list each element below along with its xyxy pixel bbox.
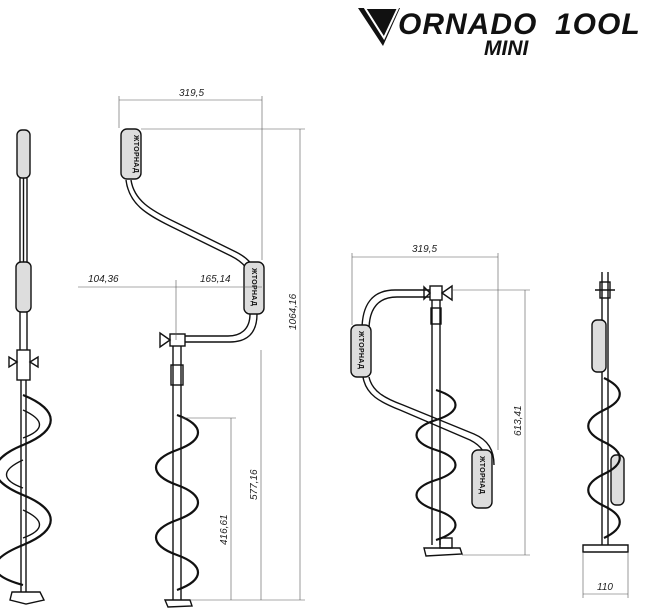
folded-bottom-grip — [471, 449, 493, 509]
crank-wing-nut-icon — [159, 331, 172, 349]
dim-view4-base-width: 110 — [597, 582, 613, 593]
brand-mark-top: ЖТОРНАД — [132, 134, 139, 173]
logo-text-mini: MINI — [484, 37, 529, 60]
logo-t-mark — [358, 8, 400, 46]
dim-view2-total-height: 1064,16 — [288, 293, 299, 330]
logo-text-tool: 1OOL — [555, 8, 641, 41]
tornado-tool-logo: ORNADO 1OOL MINI — [358, 7, 641, 60]
dim-view3-height: 613,41 — [513, 405, 524, 436]
crank-mid-handle — [243, 261, 265, 315]
view-3-folded-auger: ЖТОРНАД ЖТОРНАД 319,5 613,41 — [350, 244, 530, 557]
view-1-auger-side — [0, 129, 52, 605]
dim-view2-screw-height: 577,16 — [249, 469, 260, 500]
dim-view2-mid-offset: 165,14 — [200, 274, 231, 285]
spiral-flight — [0, 393, 52, 587]
crank-spiral-flight — [155, 413, 199, 592]
folded-wing-nut-icon — [440, 284, 453, 302]
brand-mark-folded-bottom: ЖТОРНАД — [478, 455, 485, 494]
dim-view3-width: 319,5 — [412, 244, 437, 255]
brand-mark-mid: ЖТОРНАД — [250, 267, 257, 306]
side-spiral-flight — [587, 377, 621, 539]
logo-text-main: ORNADO — [398, 8, 537, 41]
dim-view2-width: 319,5 — [179, 88, 204, 99]
middle-grip — [15, 261, 32, 313]
folded-left-grip — [350, 324, 372, 378]
folded-hinge — [429, 285, 443, 301]
side-base — [582, 544, 629, 553]
side-grip-top — [591, 319, 607, 373]
logo-t-inner — [363, 7, 400, 41]
view-2-crank-auger: ЖТОРНАД ЖТОРНАД 319,5 104,36 165,14 — [78, 88, 305, 608]
wing-nut-icon — [8, 355, 39, 369]
view-4-folded-side: 110 — [582, 272, 629, 598]
folded-blade — [423, 547, 463, 557]
brand-mark-folded-left: ЖТОРНАД — [357, 330, 364, 369]
dim-view2-lower-height: 416,61 — [219, 514, 230, 545]
crank-blade — [163, 599, 193, 608]
top-grip — [16, 129, 31, 179]
blade-assembly — [9, 591, 46, 605]
dim-view2-left-offset: 104,36 — [88, 274, 119, 285]
coupler — [16, 349, 31, 381]
crank-top-handle — [120, 128, 142, 180]
crank-coupler — [169, 333, 186, 347]
folded-spiral-flight — [415, 388, 457, 542]
